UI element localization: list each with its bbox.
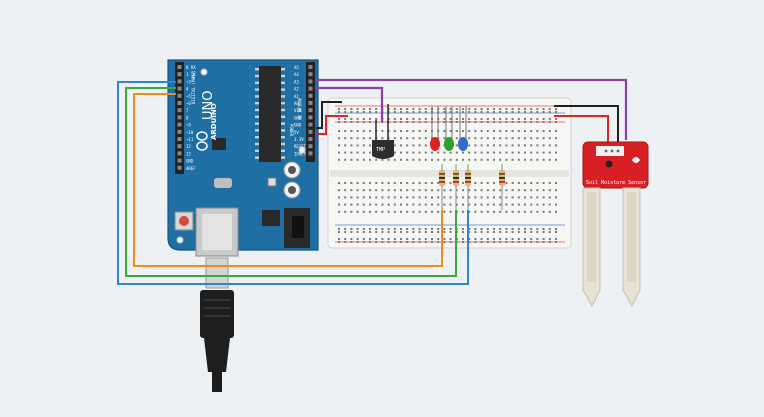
purple-wire-sensor	[316, 78, 628, 140]
soil-moisture-sensor: Soil Moisture Sensor	[582, 141, 649, 308]
orange-wire	[133, 93, 443, 267]
arduino-infinity-logo	[196, 131, 208, 151]
led-green	[444, 106, 454, 151]
digital-pins	[177, 65, 182, 170]
resistors	[439, 164, 505, 210]
black-wire-gnd	[316, 101, 342, 129]
arduino-logo-text: ARDUINO	[210, 103, 218, 140]
tmp-sensor: TMP	[372, 140, 394, 159]
analog-pin-label: IOREF	[294, 151, 307, 156]
digital-pin-label: ~5	[186, 94, 191, 99]
analog-pin-label: A2	[294, 87, 299, 92]
digital-pin-label: AREF	[186, 166, 196, 171]
digital-pin-label: 1 TX	[186, 72, 196, 77]
small-chip	[212, 138, 226, 150]
black-wire-sensor	[554, 105, 619, 142]
blue-wire	[117, 81, 469, 285]
power-header-label: POWER	[289, 124, 294, 137]
red-wire-sensor	[554, 115, 609, 142]
analog-pin-label: A5	[294, 65, 299, 70]
analog-pin-label: GND	[294, 115, 302, 120]
analog-pin-label: A3	[294, 79, 299, 84]
analog-pin-label: RESET	[294, 144, 307, 149]
tmp-sensor-label: TMP	[376, 147, 385, 153]
digital-pin-label: 4	[186, 87, 189, 92]
breadboard-holes	[338, 108, 557, 243]
digital-pin-label: 12	[186, 144, 191, 149]
analog-pin-label: 3.3V	[294, 137, 304, 142]
analog-pin-label: A1	[294, 94, 299, 99]
digital-pin-label: 0 RX	[186, 65, 196, 70]
arduino-uno-board: ARDUINO UNO DIGITAL (PWM~) ANALOG IN POW…	[167, 59, 319, 257]
analog-header-label: ANALOG IN	[297, 98, 302, 120]
digital-pin-label: ~11	[186, 137, 194, 142]
analog-pin-label: VIN	[294, 108, 302, 113]
arduino-brand: UNO	[201, 91, 216, 120]
led-blue	[458, 106, 468, 151]
atmega-chip	[259, 66, 281, 162]
analog-pin-label: 5V	[294, 130, 299, 135]
digital-pin-label: ~9	[186, 123, 191, 128]
analog-pin-label: A4	[294, 72, 299, 77]
purple-wire-tmp	[316, 86, 384, 122]
wires	[117, 78, 628, 285]
digital-header-label: DIGITAL (PWM~)	[191, 70, 196, 104]
sensor-label: Soil Moisture Sensor	[586, 180, 646, 186]
crystal	[214, 178, 232, 188]
regulator	[262, 210, 280, 226]
digital-pin-label: GND	[186, 159, 194, 164]
digital-pin-label: 13	[186, 151, 191, 156]
analog-pin-label: A0	[294, 101, 299, 106]
digital-pin-label: ~10	[186, 130, 194, 135]
analog-pin-label: GND	[294, 123, 302, 128]
led-red	[430, 106, 440, 151]
analog-pins	[308, 65, 313, 156]
digital-pin-label: ~6	[186, 101, 191, 106]
usb-cable	[200, 257, 234, 392]
breadboard	[327, 97, 572, 249]
green-wire	[125, 87, 457, 277]
red-wire-5v	[316, 115, 348, 135]
digital-pin-label: 7	[186, 108, 189, 113]
digital-pin-label: 8	[186, 115, 189, 120]
digital-pin-label: ~3	[186, 79, 191, 84]
